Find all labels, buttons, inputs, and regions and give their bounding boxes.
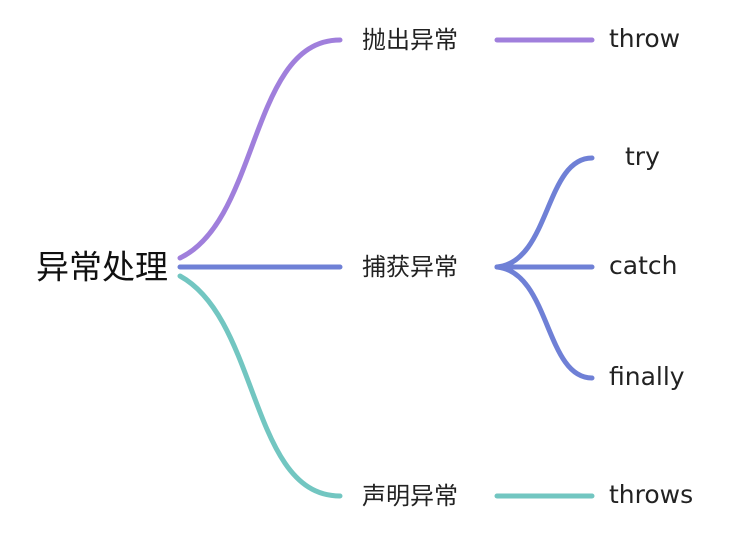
root-node-label: 异常处理 bbox=[36, 248, 168, 287]
branch-label-catch-exception: 捕获异常 bbox=[362, 253, 458, 281]
leaf-label-finally: finally bbox=[609, 362, 685, 391]
connector-root-throw-branch bbox=[177, 37, 343, 261]
leaf-label-try: try bbox=[625, 142, 660, 171]
branch-label-throw-exception: 抛出异常 bbox=[362, 26, 458, 54]
branch-label-declare-exception: 声明异常 bbox=[362, 482, 458, 510]
connector-try-leaf bbox=[494, 155, 595, 270]
leaf-label-throws: throws bbox=[609, 480, 693, 509]
connector-root-declare-branch bbox=[177, 273, 343, 499]
leaf-label-throw: throw bbox=[609, 24, 680, 53]
connector-finally-leaf bbox=[494, 264, 595, 381]
leaf-label-catch: catch bbox=[609, 251, 677, 280]
